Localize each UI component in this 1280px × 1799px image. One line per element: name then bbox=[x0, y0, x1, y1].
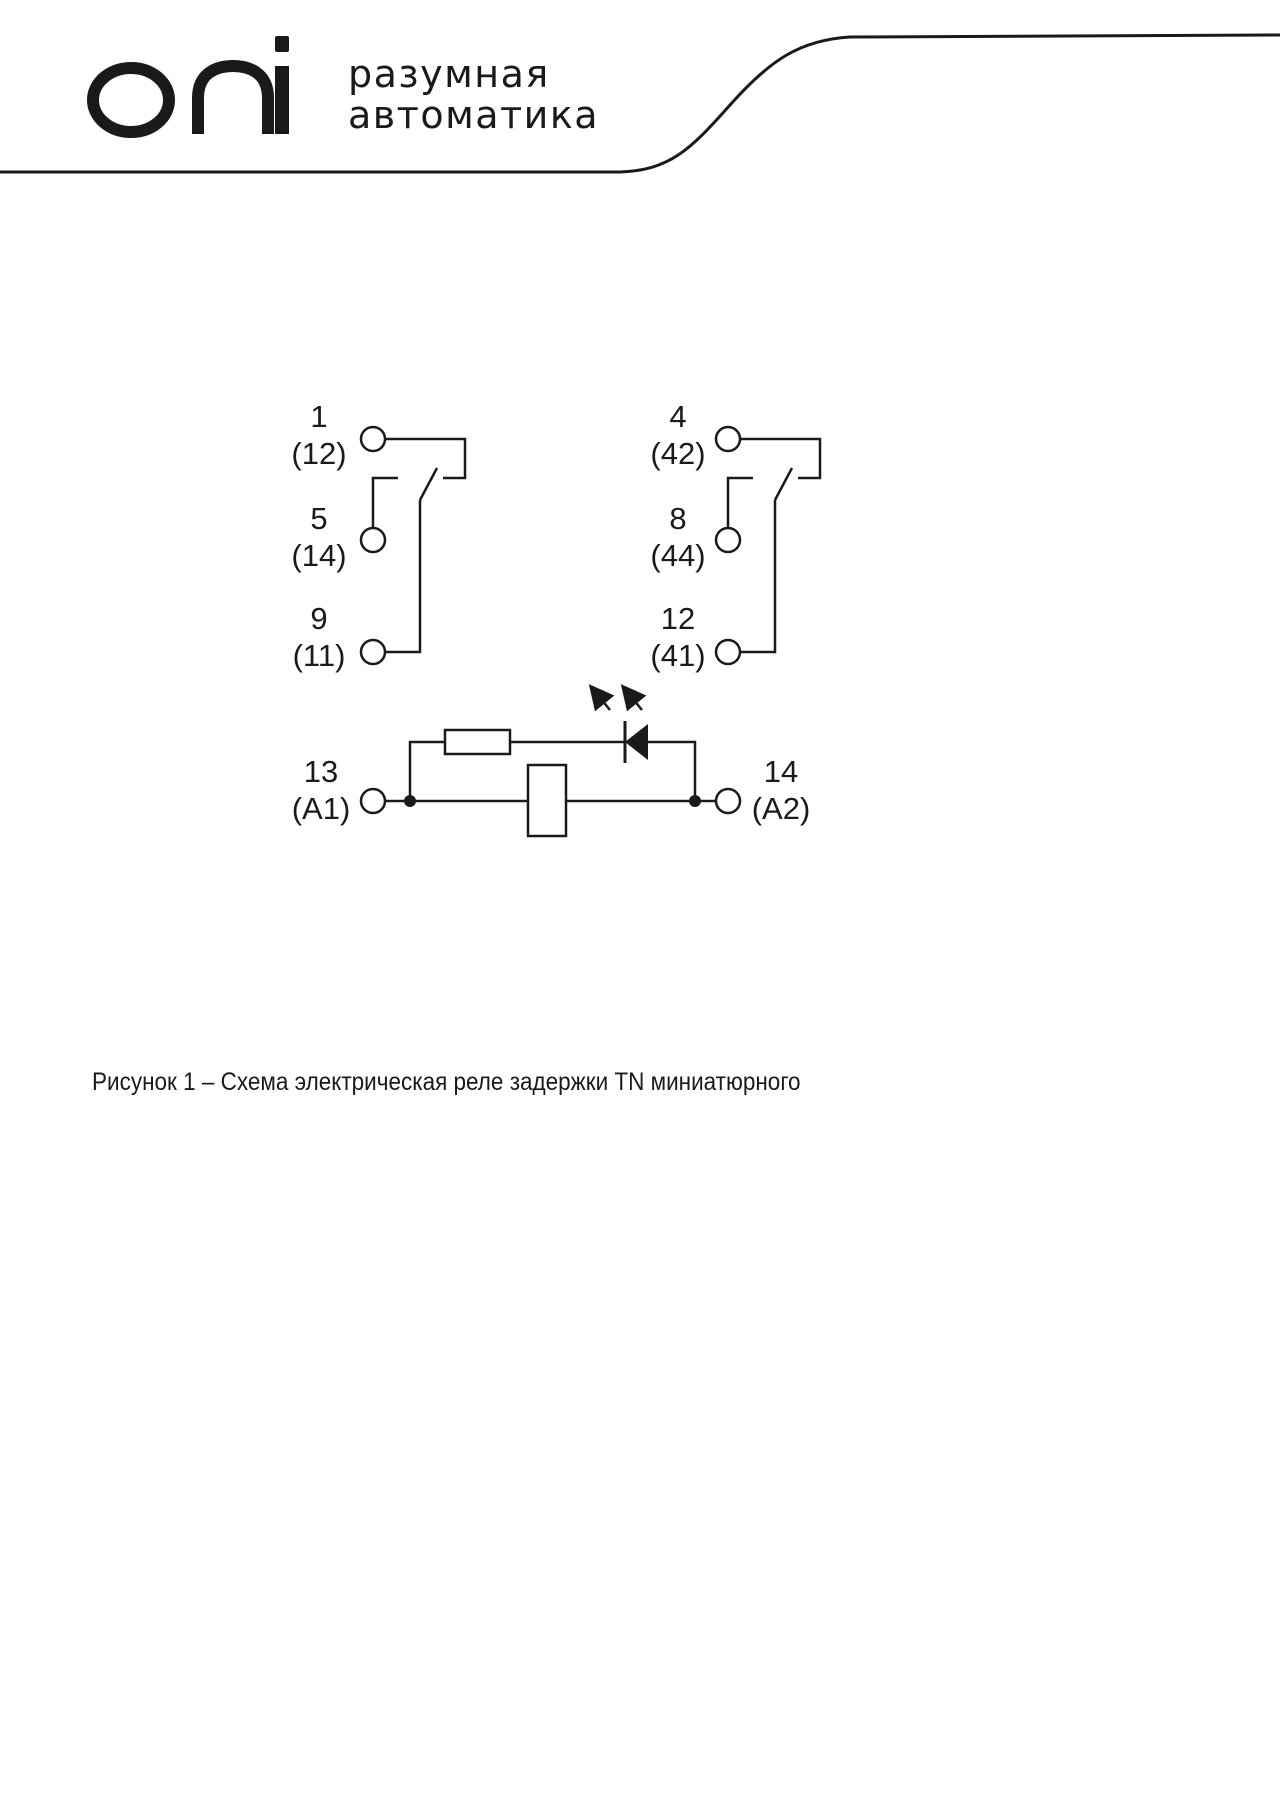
contact-8-wire bbox=[726, 476, 753, 528]
contact-1-wire bbox=[385, 437, 467, 480]
oni-logo: oni bbox=[87, 36, 289, 138]
contact-12-wire bbox=[740, 500, 777, 654]
led-arrow-1 bbox=[588, 684, 615, 712]
terminal-5-label: 5(14) bbox=[291, 501, 347, 573]
terminal-1-label: 1(12) bbox=[291, 399, 347, 471]
schematic-drawing bbox=[359, 425, 822, 838]
tagline-line-2: автоматика bbox=[348, 93, 600, 137]
resistor-branch-wire bbox=[408, 740, 697, 801]
right-contact-blade bbox=[773, 467, 794, 501]
header-curve-line bbox=[0, 33, 1280, 174]
terminal-9-label: 9(11) bbox=[292, 601, 346, 673]
contact-9-wire bbox=[385, 500, 422, 654]
junction-dot-left bbox=[404, 795, 416, 807]
resistor-symbol bbox=[443, 728, 512, 756]
terminal-4-label: 4(42) bbox=[650, 399, 706, 471]
terminal-14-label: 14(A2) bbox=[751, 754, 811, 826]
tagline-line-1: разумная bbox=[348, 52, 550, 96]
left-contact-blade bbox=[418, 467, 439, 501]
led-diode-symbol bbox=[625, 724, 648, 760]
brand-tagline: разумная автоматика bbox=[348, 54, 599, 136]
junction-dot-right bbox=[689, 795, 701, 807]
contact-5-wire bbox=[371, 476, 398, 528]
contact-4-wire bbox=[740, 437, 822, 480]
terminal-13-label: 13(A1) bbox=[291, 754, 351, 826]
relay-schematic: 1(12) 5(14) 9(11) 4(42) 8(44) 12(41) 13(… bbox=[0, 390, 1280, 850]
terminal-12-label: 12(41) bbox=[650, 601, 706, 673]
terminal-8-label: 8(44) bbox=[650, 501, 706, 573]
page-header: oni разумная автоматика bbox=[0, 0, 1280, 180]
relay-coil-symbol bbox=[526, 763, 568, 838]
led-arrow-2 bbox=[620, 684, 647, 712]
figure-caption: Рисунок 1 – Схема электрическая реле зад… bbox=[92, 1068, 801, 1096]
